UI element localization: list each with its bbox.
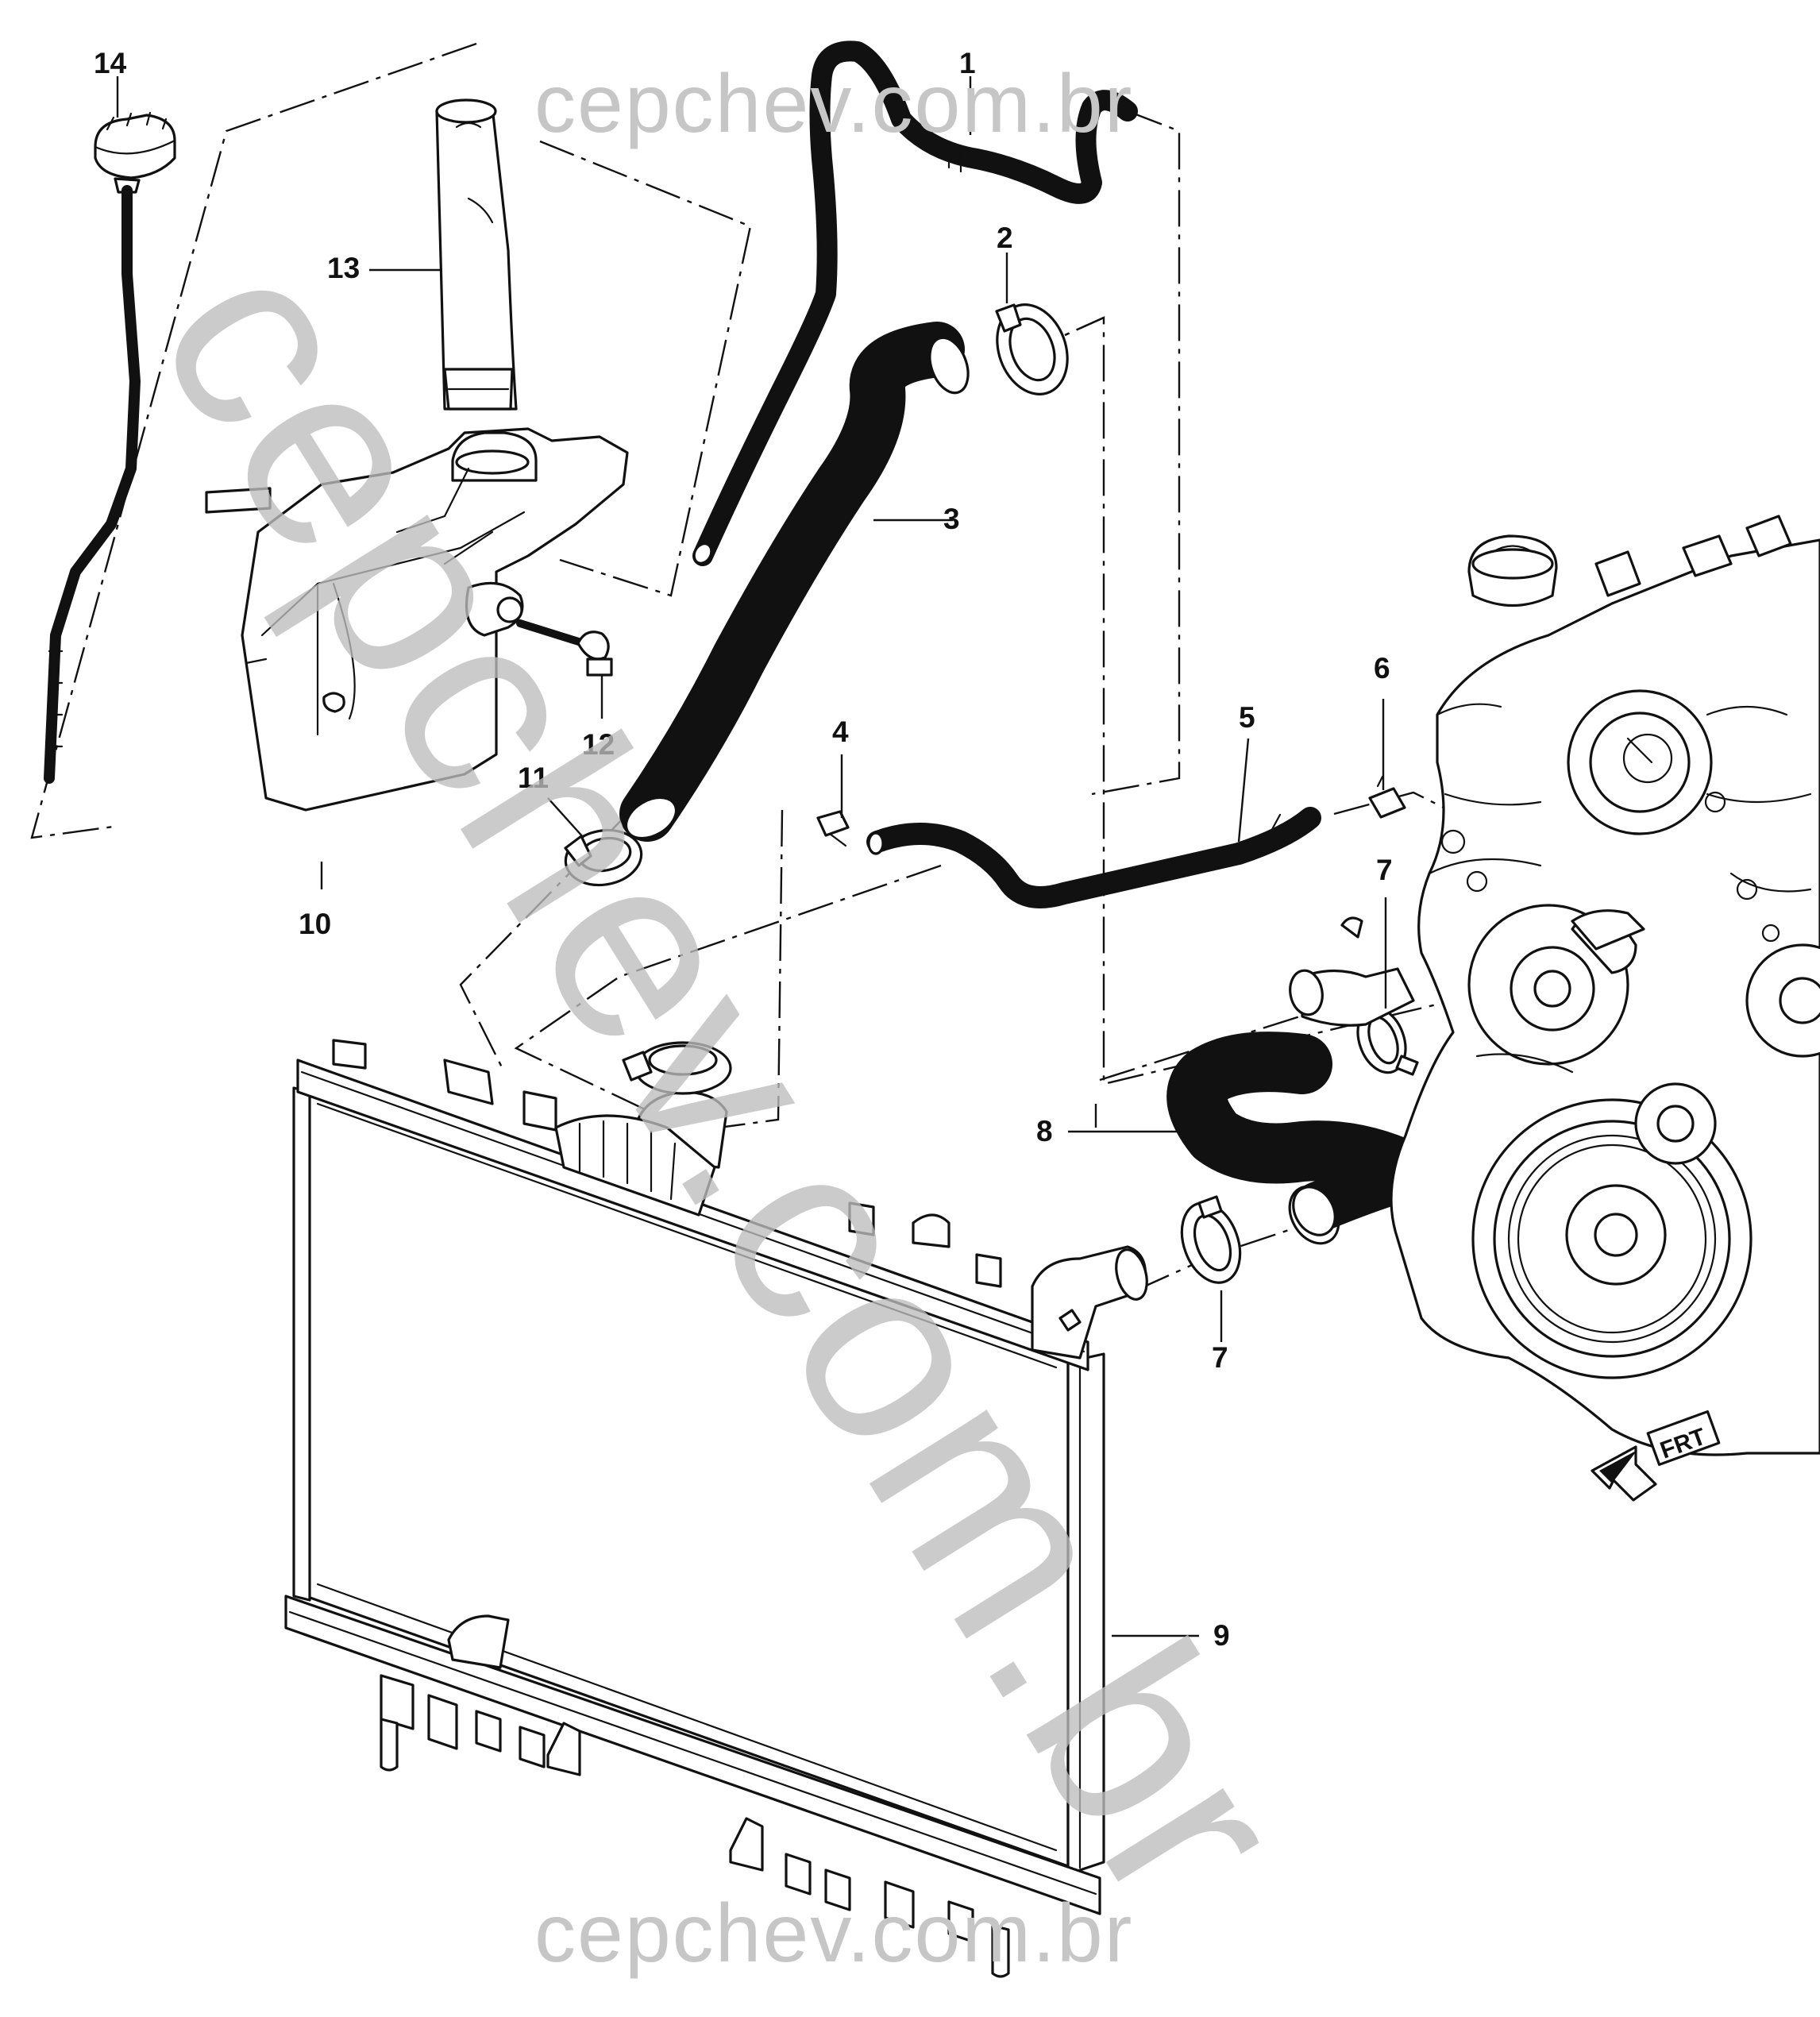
part-12-bolt: [516, 619, 613, 677]
frt-direction-marker: FRT: [1591, 1410, 1721, 1502]
part-3-upper-hose: [619, 322, 970, 842]
callout-11: 11: [518, 762, 549, 794]
callout-leaders: [116, 76, 1387, 1637]
engine-assembly: [1289, 515, 1820, 1456]
part-11-clamp: [564, 828, 643, 887]
part-1-vent-hose: [692, 40, 1138, 566]
part-7-clamp-lower: [1180, 1195, 1242, 1284]
callout-7-lower: 7: [1212, 1341, 1228, 1374]
callout-9: 9: [1213, 1619, 1230, 1652]
part-5-bypass-hose: [866, 807, 1321, 908]
callout-5: 5: [1239, 701, 1255, 734]
watermark-top: cepchev.com.br: [534, 58, 1133, 150]
part-13-filler-neck: [435, 98, 518, 411]
callout-8: 8: [1036, 1115, 1053, 1147]
callout-14: 14: [94, 47, 127, 79]
callout-1: 1: [959, 47, 976, 79]
part-14-cap-dipstick: [44, 111, 176, 784]
watermark-bottom: cepchev.com.br: [534, 1888, 1133, 1980]
part-9-radiator: [284, 1039, 1148, 1978]
part-6-clip: [1368, 775, 1406, 819]
callout-labels: 14 13 1 2 3 4 5 6 7 7 8 9 10 11 12: [94, 47, 1393, 1652]
callout-2: 2: [997, 222, 1013, 254]
part-10-surge-tank: [205, 427, 629, 812]
callout-3: 3: [943, 503, 960, 535]
part-2-clamp: [995, 303, 1069, 395]
callout-12: 12: [582, 728, 615, 761]
callout-4: 4: [832, 715, 849, 748]
callout-13: 13: [327, 252, 360, 284]
part-4-clip: [816, 810, 850, 847]
callout-6: 6: [1374, 652, 1390, 685]
callout-10: 10: [299, 908, 331, 940]
callout-7-upper: 7: [1376, 854, 1393, 886]
